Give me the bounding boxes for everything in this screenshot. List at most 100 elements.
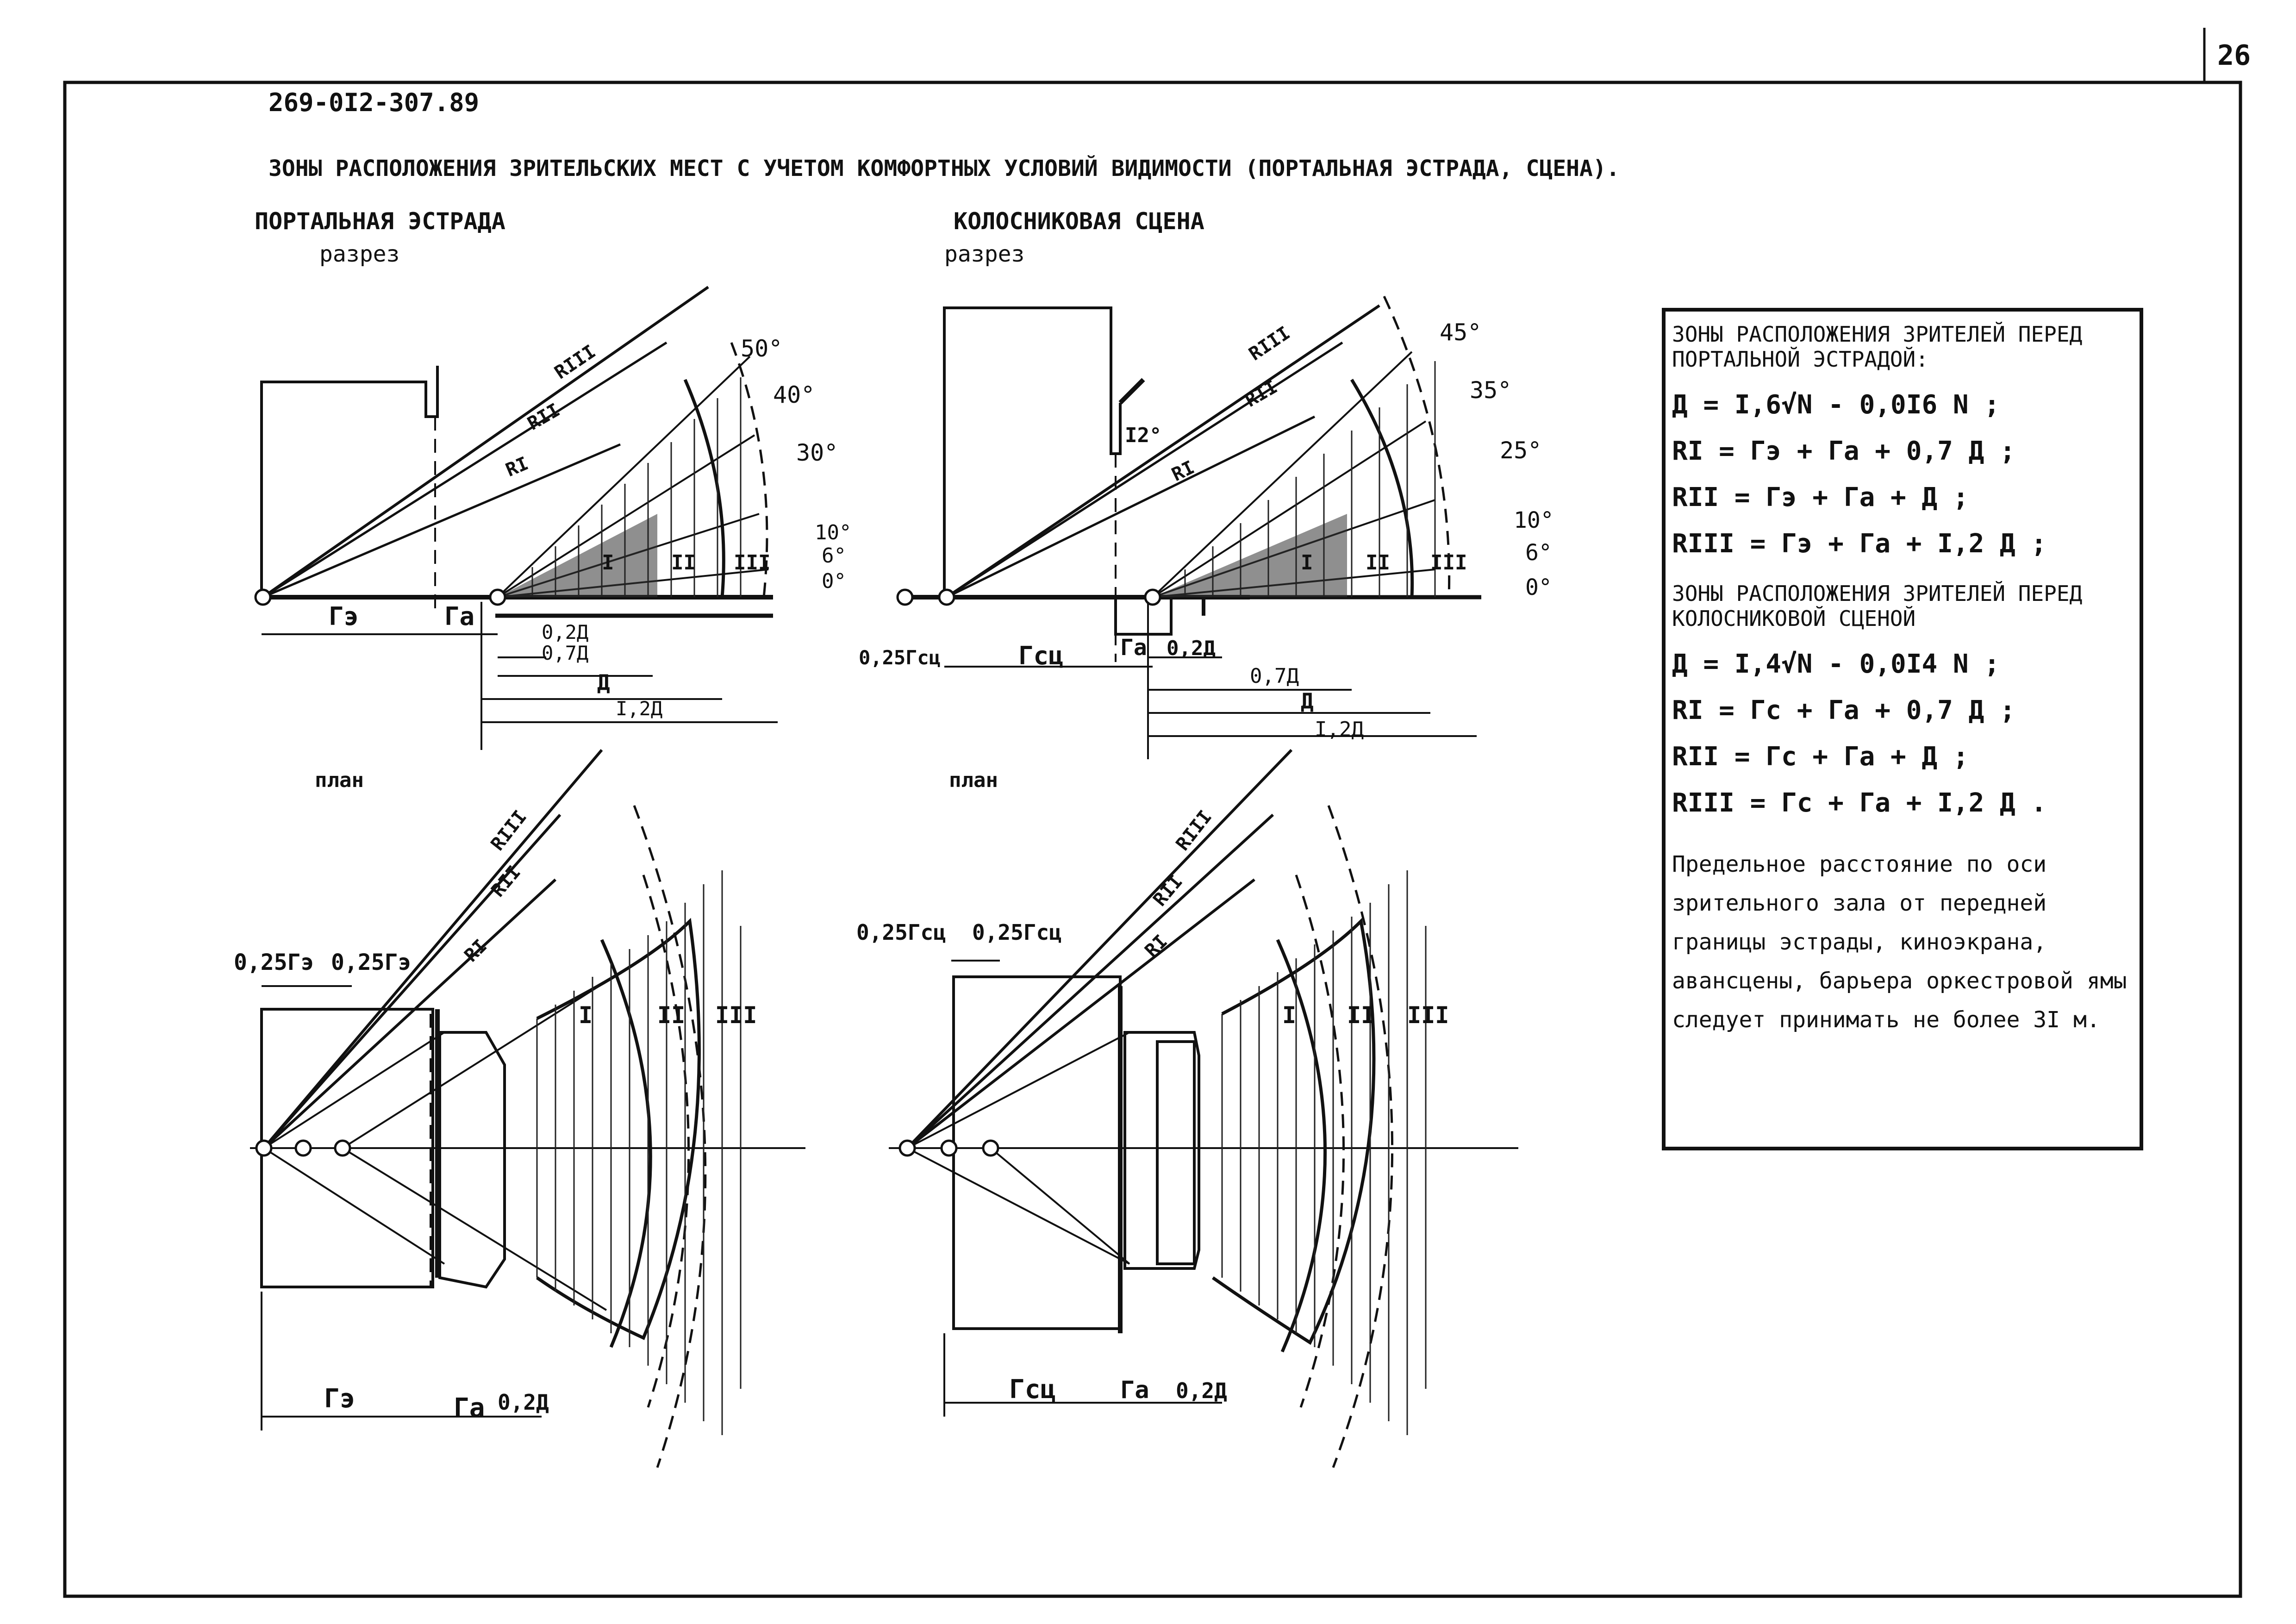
right-radius-r2: RII [1242,376,1281,412]
left-dim-12d: I,2Д [616,697,662,720]
left-dim-ga: Га [444,602,474,631]
left-section-hatching [531,377,742,597]
right-plan-point-3 [982,1139,999,1157]
right-section-zone-3: III [1430,551,1467,575]
sheet-frame [63,28,2242,1598]
left-dim-ge: Гэ [329,602,359,631]
right-section-drawing [898,295,1481,662]
left-plan-drawing [250,749,805,1468]
left-plan-radius-r2: RII [487,862,525,901]
right-dim-ga: Га [1120,635,1147,661]
right-plan-point-1 [898,1139,916,1157]
right-plan-dim-025gsc-b: 0,25Гсц [972,920,1062,945]
right-plan-zone-1: I [1282,1002,1296,1029]
right-dim-gsc: Гсц [1018,641,1064,670]
stage-formula-r2: RII = Гс + Га + Д ; [1672,742,1969,772]
left-stage-point [489,588,506,606]
right-dim-02d: 0,2Д [1167,637,1216,660]
left-radius-r1: RI [503,453,531,481]
right-plan-dim-02d: 0,2Д [1176,1378,1227,1403]
right-radius-r1: RI [1168,457,1198,486]
portal-formula-r2: RII = Гэ + Га + Д ; [1672,482,1969,512]
right-plan-dim-gsc: Гсц [1009,1374,1056,1405]
right-dim-07d: 0,7Д [1250,664,1299,688]
right-section-hatching [1184,361,1436,597]
right-angle-45: 45° [1440,319,1481,346]
right-section-zone-2: II [1366,551,1390,575]
left-plan-dim-025ge-a: 0,25Гэ [234,949,314,975]
right-heading: КОЛОСНИКОВАЯ СЦЕНА [954,208,1204,235]
right-eye-point [938,588,955,606]
left-plan-radius-r3: RIII [487,806,531,855]
left-dim-d: Д [597,670,610,695]
left-plan-point-1 [255,1139,273,1157]
left-section-drawing [260,286,773,618]
left-dim-02d: 0,2Д [542,621,588,643]
left-plan-dim-02d: 0,2Д [498,1390,549,1415]
formulas-panel: ЗОНЫ РАСПОЛОЖЕНИЯ ЗРИТЕЛЕЙ ПЕРЕД ПОРТАЛЬ… [1662,308,2143,1150]
right-angle-0: 0° [1525,575,1552,600]
right-plan-hatching [1221,870,1427,1435]
right-plan-radius-r1: RI [1141,931,1172,962]
right-section-dimensions [944,602,1477,759]
right-angle-35: 35° [1470,377,1511,404]
right-tilt-angle: I2° [1125,424,1161,447]
left-plan-point-2 [294,1139,312,1157]
right-dim-d: Д [1301,688,1314,713]
left-plan-zone-2: II [657,1002,685,1029]
left-section-zone-1: I [602,551,614,575]
right-plan-label: план [949,768,998,792]
right-plan-dim-ga: Га [1120,1376,1149,1404]
left-section-zone-2: II [671,551,696,575]
left-angle-50: 50° [741,335,782,362]
right-plan-radius-r3: RIII [1172,806,1217,855]
right-plan-point-2 [940,1139,958,1157]
left-plan-dim-ga: Га [454,1393,485,1423]
left-section-dimensions [262,602,778,750]
right-section-label: разрез [944,241,1024,267]
page-number: 26 [2217,39,2251,72]
right-angle-25: 25° [1500,437,1541,464]
left-radius-r3: RIII [551,341,600,383]
stage-formula-r1: RI = Гс + Га + 0,7 Д ; [1672,695,2015,725]
right-section-zone-1: I [1301,551,1313,575]
portal-zones-heading: ЗОНЫ РАСПОЛОЖЕНИЯ ЗРИТЕЛЕЙ ПЕРЕД ПОРТАЛЬ… [1672,322,2083,372]
stage-formula-r3: RIII = Гс + Га + I,2 Д . [1672,788,2047,818]
left-dim-07d: 0,7Д [542,642,588,664]
sheet-title: ЗОНЫ РАСПОЛОЖЕНИЯ ЗРИТЕЛЬСКИХ МЕСТ С УЧЕ… [268,155,1620,181]
portal-formula-r3: RIII = Гэ + Га + I,2 Д ; [1672,529,2047,559]
left-angle-6: 6° [822,544,846,568]
left-section-label: разрез [319,241,399,267]
portal-formula-d: Д = I,6√N - 0,0I6 N ; [1672,390,2000,420]
left-plan-dimensions [261,985,542,1430]
left-angle-30: 30° [796,439,838,466]
left-section-zone-3: III [734,551,770,575]
left-eye-point [254,588,272,606]
left-plan-point-3 [334,1139,351,1157]
right-dim-12d: I,2Д [1315,718,1364,741]
right-plan-zone-2: II [1347,1002,1375,1029]
left-plan-zone-3: III [715,1002,757,1029]
right-plan-dimensions [943,960,1222,1417]
right-angle-6: 6° [1525,540,1552,566]
left-plan-label: план [315,768,364,792]
left-plan-hatching [536,870,742,1435]
distance-limit-note: Предельное расстояние по оси зрительного… [1672,851,2127,1033]
right-angle-10: 10° [1514,507,1554,533]
left-angle-0: 0° [822,569,846,593]
left-plan-dim-025ge-b: 0,25Гэ [331,949,411,975]
stage-formula-d: Д = I,4√N - 0,0I4 N ; [1672,649,2000,679]
right-plan-radius-r2: RII [1149,871,1187,911]
right-plan-zone-3: III [1407,1002,1449,1029]
document-code: 269-0I2-307.89 [268,88,479,117]
right-dim-025gsc: 0,25Гсц [859,646,941,669]
left-angle-40: 40° [773,381,815,408]
left-plan-dim-ge: Гэ [324,1384,355,1414]
right-eye-point-rear [896,588,914,606]
left-angle-10: 10° [815,521,851,544]
left-plan-zone-1: I [579,1002,593,1029]
right-plan-dim-025gsc-a: 0,25Гсц [856,920,946,945]
portal-formula-r1: RI = Гэ + Га + 0,7 Д ; [1672,436,2015,466]
right-plan-drawing [889,749,1518,1468]
